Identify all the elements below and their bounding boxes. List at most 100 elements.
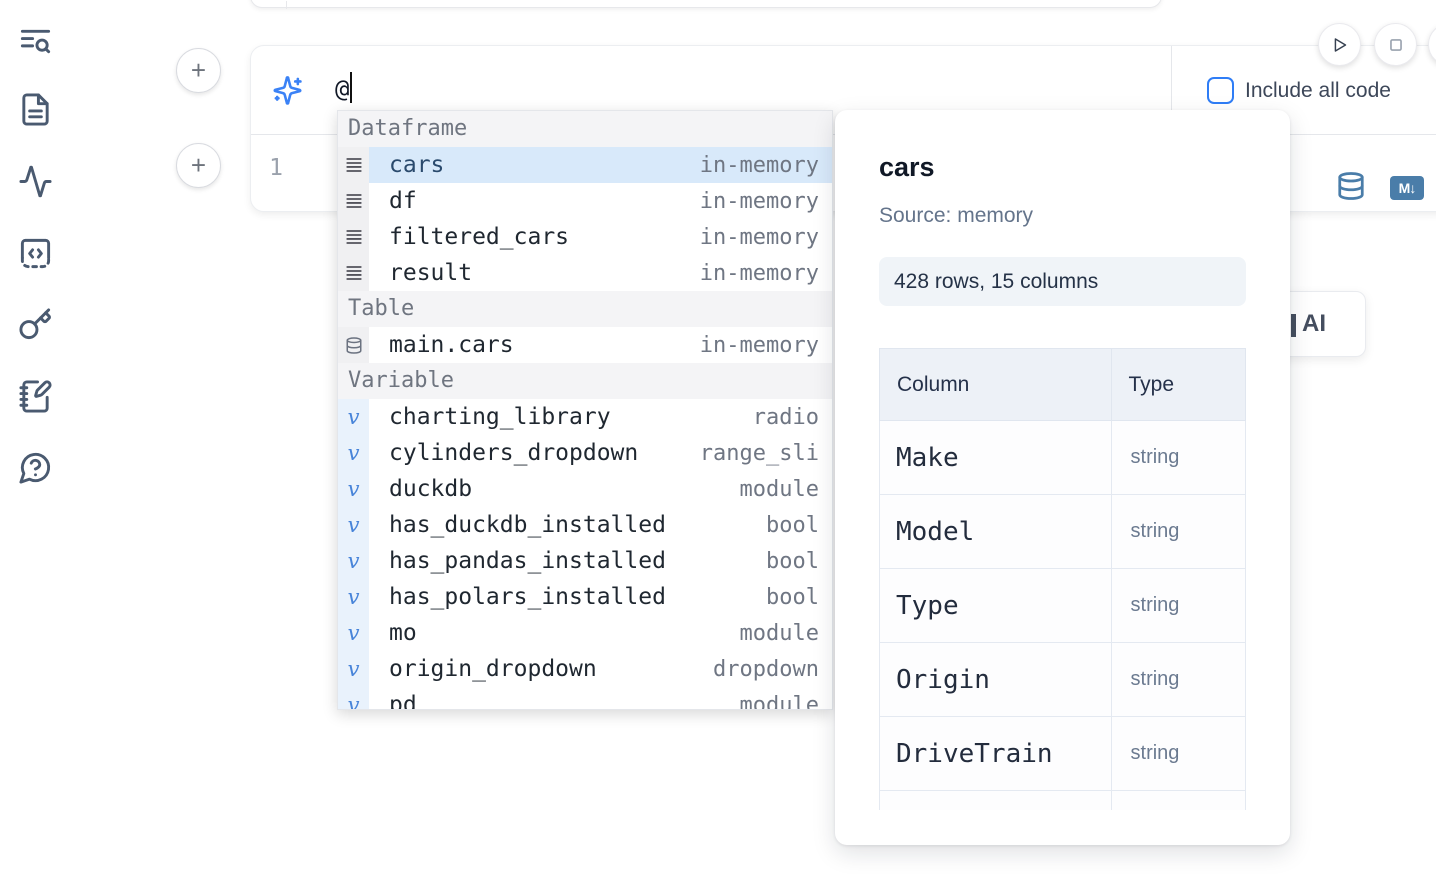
item-icon-gutter <box>338 147 369 183</box>
item-icon-gutter: v <box>338 651 369 687</box>
column-type-cell: string <box>1110 568 1247 643</box>
autocomplete-item-has_polars_installed[interactable]: v has_polars_installed bool <box>338 579 832 615</box>
variable-icon: v <box>347 584 360 609</box>
item-detail: bool <box>766 584 819 610</box>
item-icon-gutter: v <box>338 507 369 543</box>
item-icon-gutter: v <box>338 615 369 651</box>
item-name: result <box>389 260 473 286</box>
snippets-icon[interactable] <box>18 236 53 271</box>
item-name: df <box>389 188 417 214</box>
autocomplete-item-cars[interactable]: cars in-memory <box>338 147 832 183</box>
column-name-cell: Model <box>879 494 1112 569</box>
column-type-cell: string <box>1110 420 1247 495</box>
schema-row-clipped <box>879 790 1247 810</box>
database-icon <box>346 336 361 354</box>
autocomplete-section-header: Dataframe <box>338 111 832 147</box>
item-detail: bool <box>766 548 819 574</box>
item-content: origin_dropdown dropdown <box>369 651 832 687</box>
item-name: duckdb <box>389 476 473 502</box>
autocomplete-item-main.cars[interactable]: main.cars in-memory <box>338 327 832 363</box>
item-detail: in-memory <box>699 152 819 178</box>
variable-icon: v <box>347 548 360 573</box>
clipped-letter-fragment <box>1291 314 1296 337</box>
autocomplete-item-has_pandas_installed[interactable]: v has_pandas_installed bool <box>338 543 832 579</box>
variable-icon: v <box>347 692 360 710</box>
add-cell-below-button[interactable]: + <box>176 143 221 188</box>
ai-prompt-input[interactable]: @ <box>335 72 353 103</box>
stop-icon <box>1389 38 1402 51</box>
item-icon-gutter: v <box>338 399 369 435</box>
help-icon[interactable] <box>18 450 53 485</box>
schema-header-column: Column <box>879 348 1112 421</box>
activity-icon[interactable] <box>18 164 53 199</box>
ai-button-label: AI <box>1302 310 1326 337</box>
item-name: pd <box>389 692 417 710</box>
file-icon[interactable] <box>18 92 53 127</box>
item-content: main.cars in-memory <box>369 327 832 363</box>
item-name: origin_dropdown <box>389 656 597 682</box>
sidebar <box>0 0 70 874</box>
item-name: has_polars_installed <box>389 584 666 610</box>
autocomplete-item-result[interactable]: result in-memory <box>338 255 832 291</box>
autocomplete-item-charting_library[interactable]: v charting_library radio <box>338 399 832 435</box>
key-icon[interactable] <box>18 307 53 342</box>
include-all-code-checkbox[interactable] <box>1207 77 1234 104</box>
item-content: result in-memory <box>369 255 832 291</box>
item-name: cylinders_dropdown <box>389 440 639 466</box>
item-content: has_pandas_installed bool <box>369 543 832 579</box>
column-name-cell: DriveTrain <box>879 716 1112 791</box>
item-icon-gutter <box>338 219 369 255</box>
column-name-cell: Type <box>879 568 1112 643</box>
item-name: cars <box>389 152 445 178</box>
item-detail: radio <box>752 404 819 430</box>
datasource-icon[interactable] <box>1336 171 1366 203</box>
item-name: mo <box>389 620 417 646</box>
item-detail: in-memory <box>699 260 819 286</box>
toc-search-icon[interactable] <box>18 24 53 59</box>
item-detail: dropdown <box>713 656 819 682</box>
stop-button[interactable] <box>1374 23 1417 66</box>
autocomplete-section-header: Table <box>338 291 832 327</box>
run-cell-button[interactable] <box>1318 23 1361 66</box>
item-detail: in-memory <box>699 224 819 250</box>
variable-icon: v <box>347 656 360 681</box>
item-name: charting_library <box>389 404 611 430</box>
scratchpad-icon[interactable] <box>18 379 53 414</box>
sparkles-icon <box>272 75 303 106</box>
autocomplete-item-origin_dropdown[interactable]: v origin_dropdown dropdown <box>338 651 832 687</box>
item-icon-gutter: v <box>338 471 369 507</box>
variable-icon: v <box>347 404 360 429</box>
item-icon-gutter: v <box>338 687 369 710</box>
add-cell-above-button[interactable]: + <box>176 48 221 93</box>
text-cursor <box>350 72 353 103</box>
gutter-divider <box>286 1 287 9</box>
markdown-toggle-icon[interactable]: M↓ <box>1390 176 1424 200</box>
item-name: main.cars <box>389 332 514 358</box>
item-content: charting_library radio <box>369 399 832 435</box>
autocomplete-section-header: Variable <box>338 363 832 399</box>
previous-cell-edge <box>250 0 1162 9</box>
item-name: has_pandas_installed <box>389 548 666 574</box>
variable-icon: v <box>347 440 360 465</box>
item-icon-gutter <box>338 183 369 219</box>
dataframe-icon <box>345 158 362 172</box>
panel-source: Source: memory <box>879 204 1034 227</box>
dataframe-icon <box>345 266 362 280</box>
item-detail: in-memory <box>699 332 819 358</box>
